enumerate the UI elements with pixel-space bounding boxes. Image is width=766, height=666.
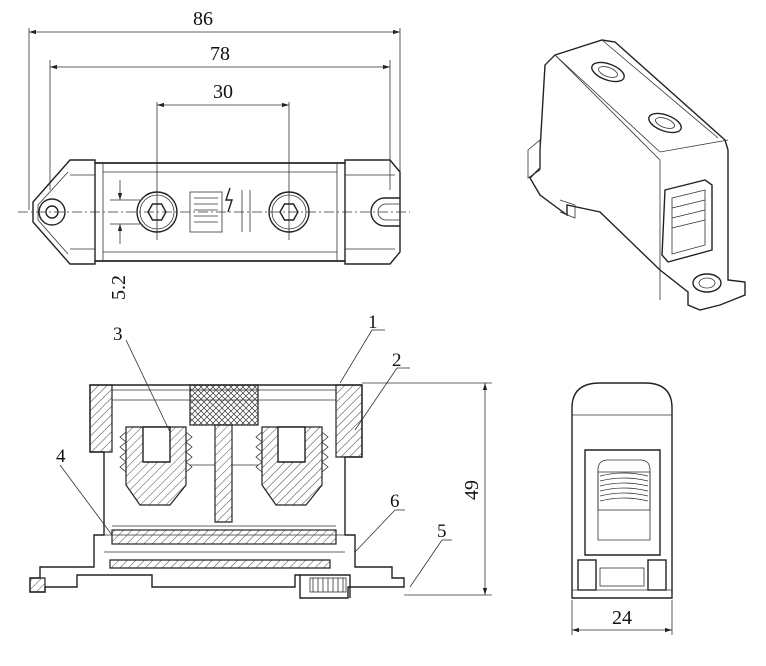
callout-4: 4 xyxy=(56,446,66,467)
section-screw-right xyxy=(255,426,329,506)
callout-5: 5 xyxy=(437,521,447,542)
callout-6: 6 xyxy=(390,491,400,512)
side-view: 24 xyxy=(571,382,673,635)
top-view: 86 78 30 xyxy=(18,8,410,300)
dim-24: 24 xyxy=(612,607,632,629)
callout-3: 3 xyxy=(113,324,123,345)
marking-label xyxy=(189,187,251,233)
section-screw-left xyxy=(119,426,193,506)
dim-78: 78 xyxy=(210,43,230,65)
callout-1: 1 xyxy=(368,312,378,333)
dim-30: 30 xyxy=(213,81,233,103)
dim-5-2: 5.2 xyxy=(108,275,130,300)
isometric-view xyxy=(527,39,746,311)
screw-right xyxy=(268,191,310,233)
screw-left xyxy=(136,191,178,233)
dim-49: 49 xyxy=(461,480,483,500)
section-view: 49 1 2 3 4 6 5 xyxy=(29,312,492,599)
dim-86: 86 xyxy=(193,8,213,30)
callout-2: 2 xyxy=(392,350,402,371)
